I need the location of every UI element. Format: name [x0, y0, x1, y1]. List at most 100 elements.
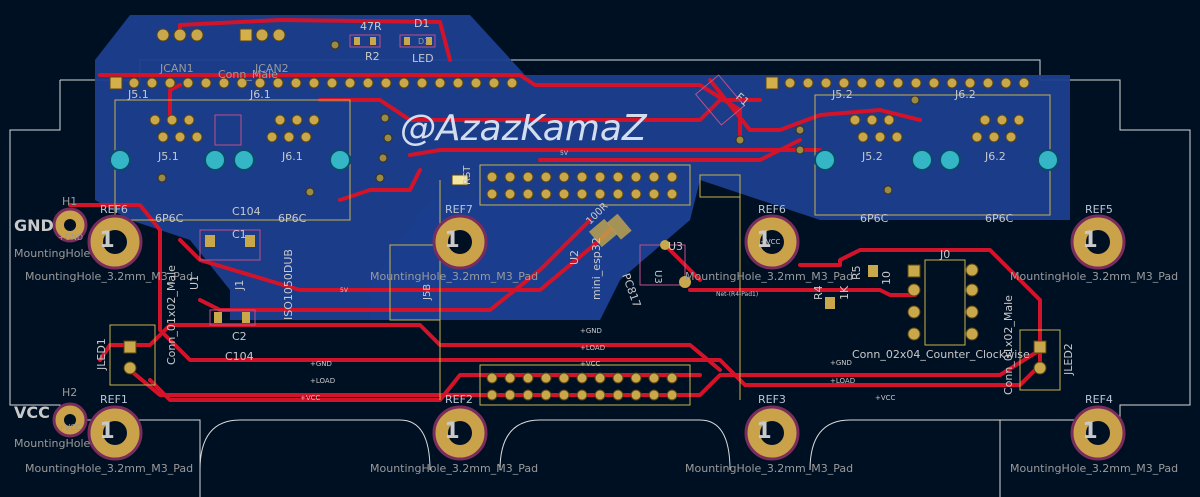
- svg-text:REF2: REF2: [445, 393, 473, 406]
- svg-text:J5.2: J5.2: [831, 88, 853, 101]
- esp32-header-pins: [451, 171, 678, 401]
- svg-text:GND: GND: [14, 216, 54, 235]
- svg-text:+GND: +GND: [58, 233, 83, 242]
- svg-text:U3: U3: [668, 240, 683, 253]
- j0-dip-pins: [907, 263, 979, 341]
- svg-text:J0: J0: [939, 248, 950, 261]
- svg-text:J5.1: J5.1: [127, 88, 149, 101]
- svg-text:Net-(R4-Pad1): Net-(R4-Pad1): [716, 291, 758, 298]
- svg-text:+VCC: +VCC: [580, 360, 601, 368]
- svg-text:REF4: REF4: [1085, 393, 1113, 406]
- svg-text:6P6C: 6P6C: [985, 212, 1014, 225]
- svg-text:J6.1: J6.1: [249, 88, 271, 101]
- labels: @AzazKamaZ 1 1 1 1 1 1 1 1 REF6 REF7 REF…: [14, 17, 1178, 475]
- smd-parts: [199, 34, 878, 326]
- mounting-hole-ref5: [1070, 214, 1126, 270]
- svg-text:C104: C104: [232, 205, 261, 218]
- svg-text:MountingHole_3.2mm_M3_Pad: MountingHole_3.2mm_M3_Pad: [25, 462, 193, 475]
- svg-text:U1: U1: [188, 275, 201, 290]
- svg-text:5V: 5V: [340, 287, 349, 294]
- svg-text:J5.2: J5.2: [861, 150, 883, 163]
- svg-text:D1: D1: [414, 17, 429, 30]
- svg-text:R4: R4: [812, 285, 825, 300]
- svg-text:5V: 5V: [560, 150, 569, 157]
- svg-text:Conn_01x02_Male: Conn_01x02_Male: [1002, 295, 1015, 395]
- svg-text:1: 1: [99, 419, 114, 444]
- svg-text:6P6C: 6P6C: [278, 212, 307, 225]
- svg-text:JLED1: JLED1: [95, 338, 108, 371]
- svg-text:REF1: REF1: [100, 393, 128, 406]
- svg-text:J6.2: J6.2: [984, 150, 1006, 163]
- svg-text:R2: R2: [365, 50, 380, 63]
- svg-text:Conn_01x02_Male: Conn_01x02_Male: [165, 265, 178, 365]
- svg-text:JCAN1: JCAN1: [159, 62, 194, 75]
- svg-text:REF5: REF5: [1085, 203, 1113, 216]
- jled-pins: [123, 340, 1047, 375]
- svg-text:RST: RST: [462, 165, 473, 185]
- svg-text:1: 1: [756, 419, 771, 444]
- rj-connector-pads: [149, 28, 1025, 143]
- svg-text:+VCC: +VCC: [300, 394, 321, 402]
- brand-text: @AzazKamaZ: [400, 108, 648, 149]
- svg-text:J1: J1: [233, 280, 246, 291]
- svg-text:+GND: +GND: [310, 360, 332, 368]
- svg-text:1: 1: [1082, 228, 1097, 253]
- svg-text:+VCC: +VCC: [58, 423, 82, 432]
- mounting-hole-ref7: [432, 214, 488, 270]
- mounting-hole-ref1: [87, 405, 143, 461]
- svg-text:47R: 47R: [360, 20, 382, 33]
- svg-text:1: 1: [1082, 419, 1097, 444]
- svg-text:JCAN2: JCAN2: [254, 62, 289, 75]
- svg-text:MountingHole_3.2mm_M3_Pad: MountingHole_3.2mm_M3_Pad: [370, 270, 538, 283]
- svg-text:U3: U3: [652, 270, 663, 284]
- svg-text:1: 1: [756, 228, 771, 253]
- svg-text:+VCC: +VCC: [875, 394, 896, 402]
- svg-text:LED: LED: [412, 52, 434, 65]
- mounting-hole-ref2: [432, 405, 488, 461]
- svg-text:Conn_Male: Conn_Male: [218, 68, 278, 81]
- vias: [157, 40, 920, 197]
- svg-text:R5: R5: [850, 265, 863, 280]
- svg-text:6P6C: 6P6C: [860, 212, 889, 225]
- mounting-hole-ref4: [1070, 405, 1126, 461]
- rj-mount-holes: [109, 149, 1059, 171]
- svg-text:MountingHole_3.2mm_M3_Pad: MountingHole_3.2mm_M3_Pad: [25, 270, 193, 283]
- svg-text:REF7: REF7: [445, 203, 473, 216]
- svg-text:1: 1: [444, 228, 459, 253]
- svg-text:MountingHole: MountingHole: [14, 247, 91, 260]
- svg-text:H2: H2: [62, 386, 77, 399]
- svg-text:U2: U2: [568, 250, 581, 265]
- svg-text:REF6: REF6: [758, 203, 786, 216]
- svg-text:10: 10: [880, 271, 893, 285]
- svg-text:Conn_02x04_Counter_Clockwise: Conn_02x04_Counter_Clockwise: [852, 348, 1030, 361]
- svg-text:1K: 1K: [838, 285, 851, 300]
- svg-text:C104: C104: [225, 350, 254, 363]
- svg-text:J6.1: J6.1: [281, 150, 303, 163]
- svg-text:+GND: +GND: [830, 359, 852, 367]
- mounting-hole-ref3: [744, 405, 800, 461]
- svg-text:MountingHole_3.2mm_M3_Pad: MountingHole_3.2mm_M3_Pad: [1010, 270, 1178, 283]
- svg-text:MountingHole_3.2mm_M3_Pad: MountingHole_3.2mm_M3_Pad: [685, 462, 853, 475]
- svg-text:MountingHole: MountingHole: [14, 437, 91, 450]
- svg-text:+LOAD: +LOAD: [310, 377, 335, 385]
- svg-text:C2: C2: [232, 330, 247, 343]
- svg-text:MountingHole_3.2mm_M3_Pad: MountingHole_3.2mm_M3_Pad: [1010, 462, 1178, 475]
- svg-text:REF3: REF3: [758, 393, 786, 406]
- svg-text:ISO1050DUB: ISO1050DUB: [282, 249, 295, 320]
- svg-text:+VCC: +VCC: [760, 238, 781, 246]
- svg-text:VCC: VCC: [14, 403, 50, 422]
- svg-text:REF6: REF6: [100, 203, 128, 216]
- svg-text:H1: H1: [62, 195, 77, 208]
- svg-text:1: 1: [99, 228, 114, 253]
- svg-text:MountingHole_3.2mm_M3_Pad: MountingHole_3.2mm_M3_Pad: [685, 270, 853, 283]
- svg-text:6P6C: 6P6C: [155, 212, 184, 225]
- svg-text:+GND: +GND: [580, 327, 602, 335]
- svg-text:J5.1: J5.1: [157, 150, 179, 163]
- header-pins-top: [109, 76, 1030, 90]
- mounting-hole-ref6-left: [87, 214, 143, 270]
- svg-text:+LOAD: +LOAD: [830, 377, 855, 385]
- svg-text:J6.2: J6.2: [954, 88, 976, 101]
- svg-text:J5B: J5B: [422, 284, 433, 301]
- mounting-holes: [87, 214, 1126, 461]
